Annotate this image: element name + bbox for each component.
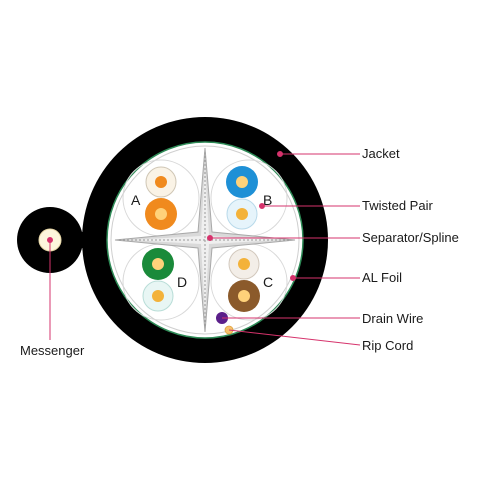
pair-d xyxy=(142,248,174,312)
drain-wire-label: Drain Wire xyxy=(362,311,423,326)
twisted-pair-label: Twisted Pair xyxy=(362,198,433,213)
pair-c-label: C xyxy=(263,274,273,290)
pair-a-label: A xyxy=(131,192,141,208)
al-foil-label: AL Foil xyxy=(362,270,402,285)
messenger-label: Messenger xyxy=(20,343,85,358)
separator-spline xyxy=(114,147,296,333)
rip-cord-label: Rip Cord xyxy=(362,338,413,353)
pair-d-label: D xyxy=(177,274,187,290)
pair-b-label: B xyxy=(263,192,272,208)
separator-label: Separator/Spline xyxy=(362,230,459,245)
pair-b xyxy=(226,166,258,230)
leader-lines xyxy=(47,151,361,346)
pair-a xyxy=(145,166,177,230)
pair-c xyxy=(228,248,260,312)
jacket-label: Jacket xyxy=(362,146,400,161)
